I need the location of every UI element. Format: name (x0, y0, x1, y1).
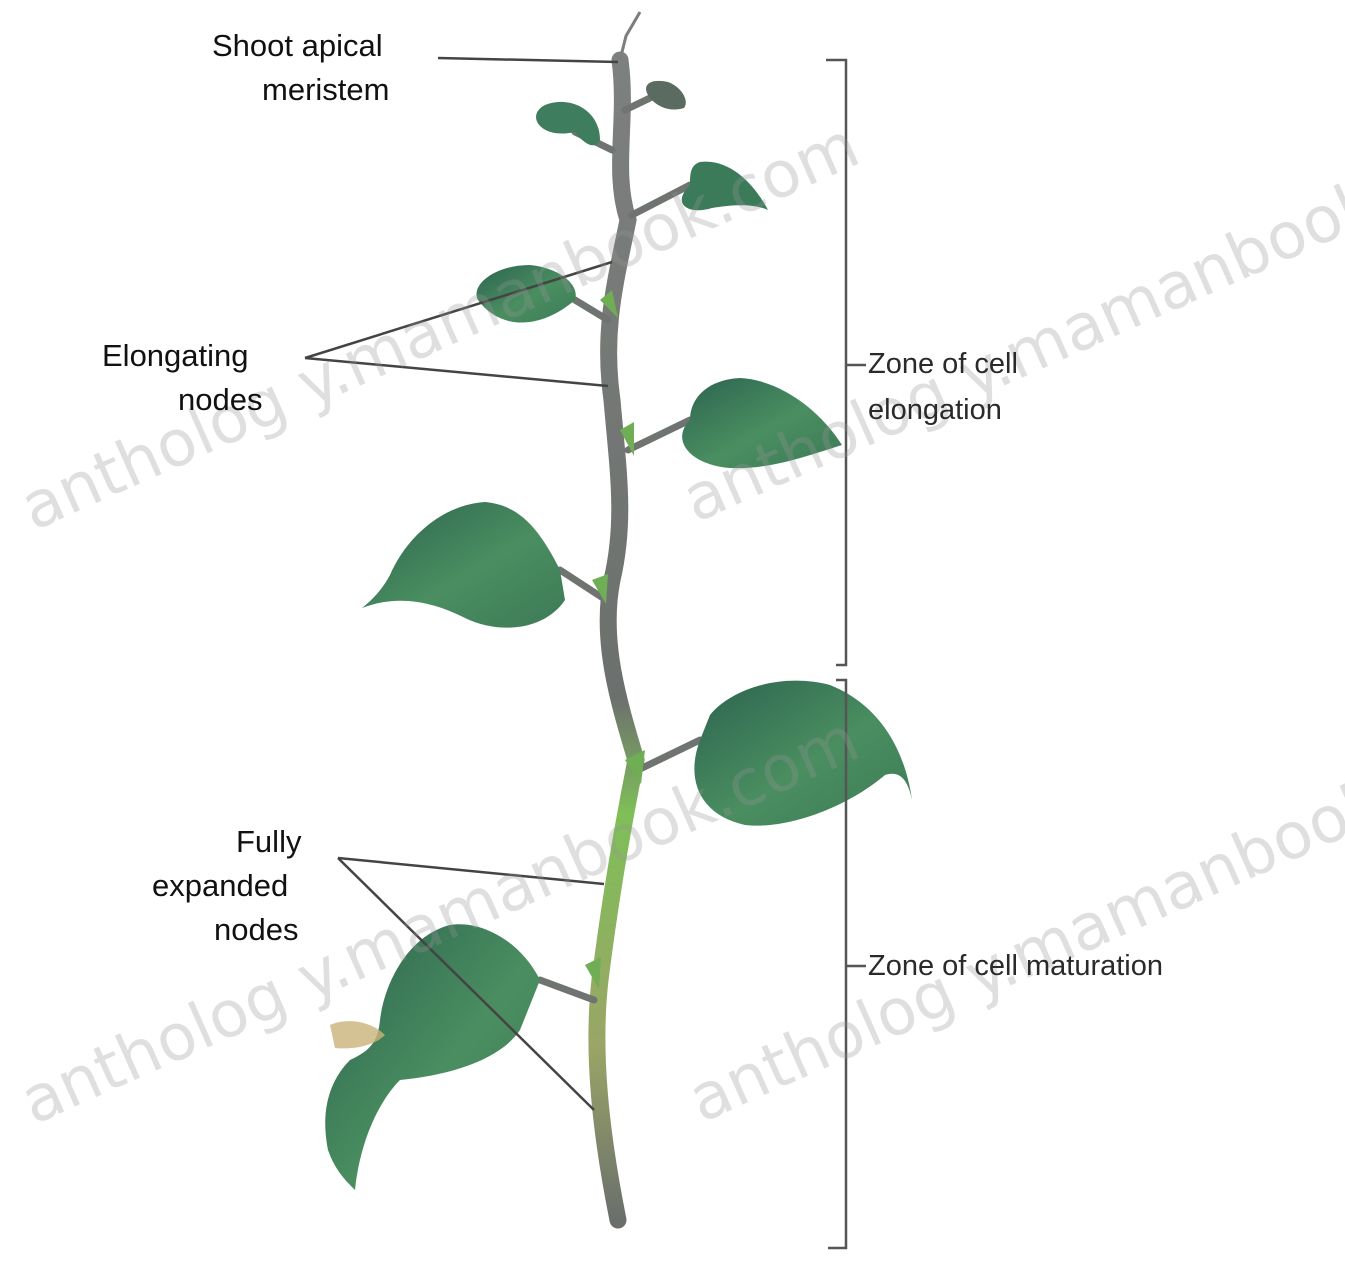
leader-shoot-apical (438, 58, 618, 62)
label-fully-line3: nodes (214, 908, 298, 952)
label-shoot-apical-line2: meristem (262, 68, 389, 112)
leaf (362, 502, 565, 628)
label-fully-line2: expanded (152, 864, 288, 908)
stem-tip (620, 12, 640, 60)
label-shoot-apical-line1: Shoot apical (212, 24, 383, 68)
label-zone-maturation: Zone of cell maturation (868, 944, 1163, 988)
leaf (646, 81, 686, 110)
label-zone-elongation-line1: Zone of cell (868, 342, 1018, 386)
label-elongating-line1: Elongating (102, 334, 249, 378)
leaf (536, 102, 600, 145)
label-zone-elongation-line2: elongation (868, 388, 1002, 432)
label-fully-line1: Fully (236, 820, 301, 864)
label-elongating-line2: nodes (178, 378, 262, 422)
